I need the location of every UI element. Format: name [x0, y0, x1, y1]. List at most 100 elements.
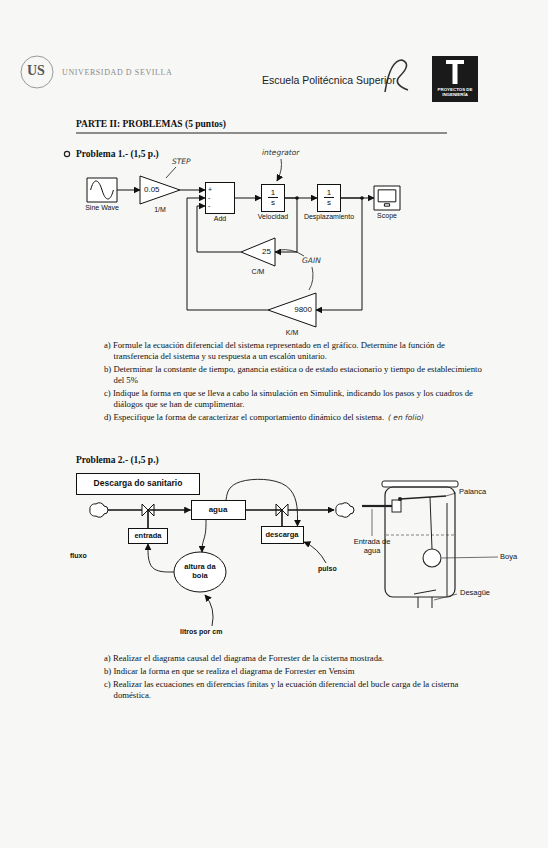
integrator-block: 1sVelocidad — [261, 184, 285, 212]
hand-leader — [309, 267, 313, 290]
question-text: c) Realizar las ecuaciones en diferencia… — [104, 679, 482, 701]
bullet-mark — [64, 151, 69, 156]
flow-valve-box: entrada — [128, 528, 168, 544]
part-title: PARTE II: PROBLEMAS (5 puntos) — [76, 119, 226, 129]
outline — [174, 552, 226, 592]
variable-name: fluxo — [70, 552, 87, 559]
outline — [140, 176, 180, 204]
connector — [202, 520, 206, 552]
school-name: Escuela Politécnica Superior — [262, 74, 396, 86]
sine-wave-block: Sine Wave — [87, 178, 117, 202]
sum-block: +--Add — [205, 182, 235, 214]
node-text: 0.05 — [144, 185, 160, 194]
gain-block: 9800K/M — [268, 293, 316, 327]
logo-text: PROYECTOS DE INGENIERÍA — [432, 88, 478, 98]
float-ball — [423, 549, 441, 567]
flow-valve-box: descarga — [261, 526, 304, 544]
question-text: b) Indicar la forma en que se realiza el… — [104, 666, 482, 677]
overflow-tube — [447, 503, 448, 596]
gain-block: 25C/M — [241, 238, 275, 266]
info-arrow — [205, 595, 213, 626]
question-text: b) Determinar la constante de tiempo, ga… — [104, 364, 482, 386]
university-seal — [21, 56, 53, 88]
logo-text: US — [27, 63, 45, 79]
connector-layer — [117, 190, 374, 572]
outline — [268, 293, 316, 327]
part-label: Entrada de agua — [350, 538, 394, 555]
junction-dot — [295, 196, 299, 200]
question-text: d) Especifique la forma de caracterizar … — [104, 412, 384, 423]
node-text: Descarga do sanitario — [94, 479, 183, 489]
lever — [400, 496, 446, 499]
integrator-block: 1sDesplazamiento — [317, 184, 341, 212]
outline — [378, 190, 396, 202]
part-label: Boya — [500, 553, 517, 562]
block-label: Sine Wave — [85, 204, 119, 211]
water-level — [386, 535, 454, 536]
node-text: + — [208, 186, 212, 194]
question-text: a) Realizar el diagrama causal del diagr… — [104, 653, 482, 664]
connector — [117, 190, 140, 191]
stock-box: agua — [191, 500, 246, 520]
node-text: s — [271, 198, 275, 207]
leader-line — [446, 493, 456, 496]
scope-outline — [374, 186, 400, 210]
node-text: - — [208, 202, 210, 210]
university-name: UNIVERSIDAD D SEVILLA — [62, 68, 172, 77]
outline — [384, 204, 389, 206]
node-text: 25 — [262, 247, 271, 256]
drain — [414, 590, 436, 608]
title-rule — [76, 133, 447, 134]
node-text: entrada — [134, 532, 161, 541]
handwritten-note: GAIN — [302, 256, 321, 265]
handwritten-note: STEP — [172, 157, 191, 166]
problem-heading: Problema 1.- (1,5 p.) — [76, 149, 159, 159]
block-label: Velocidad — [258, 213, 288, 220]
scope-block: Scope — [374, 186, 400, 210]
node-text: 1 — [324, 189, 334, 199]
connector — [246, 510, 283, 526]
block-label: C/M — [252, 268, 265, 275]
leader-line — [372, 509, 373, 536]
block-label: 1/M — [154, 206, 166, 213]
block-label: K/M — [286, 329, 298, 336]
node-text: descarga — [266, 531, 299, 540]
handwritten-note: integrator — [262, 148, 299, 157]
part-label: Desagüe — [460, 589, 490, 598]
connector — [148, 544, 174, 572]
auxiliary-circle: altura da boia — [174, 552, 226, 592]
sine-outline — [87, 178, 117, 202]
inlet-pipe — [362, 505, 392, 507]
sink-cloud — [336, 503, 354, 518]
outflow-pipe — [282, 509, 334, 511]
variable-name: pulso — [318, 565, 337, 572]
node-text: agua — [209, 505, 228, 514]
model-title-box: Descarga do sanitario — [76, 473, 200, 495]
logo-mark — [453, 60, 458, 84]
outline — [241, 238, 275, 266]
node-text: - — [208, 194, 210, 202]
info-arrow — [304, 542, 326, 563]
handwritten-note: ( en folio) — [388, 413, 424, 422]
part-label: Palanca — [459, 488, 486, 497]
variable-name: litros por cm — [180, 628, 222, 635]
block-label: Scope — [377, 212, 397, 219]
node-text: 9800 — [294, 305, 312, 314]
leader-line — [434, 594, 457, 600]
junction-dot — [360, 196, 364, 200]
outline — [91, 181, 114, 199]
proyectos-logo — [432, 56, 478, 102]
node-text: 1 — [268, 189, 278, 199]
cistern-lid — [382, 481, 458, 487]
question-text: c) Indique la forma en que se lleva a ca… — [104, 388, 482, 410]
connector — [180, 190, 205, 191]
outline — [374, 186, 400, 210]
cistern-tank — [385, 487, 455, 597]
hand-leader — [279, 250, 304, 256]
block-label: Add — [214, 215, 226, 222]
inlet-valve — [392, 500, 401, 512]
block-label: Desplazamiento — [304, 213, 354, 220]
leader-line — [442, 557, 498, 558]
node-text: s — [327, 198, 331, 207]
gain-block: 0.051/M — [140, 176, 180, 204]
